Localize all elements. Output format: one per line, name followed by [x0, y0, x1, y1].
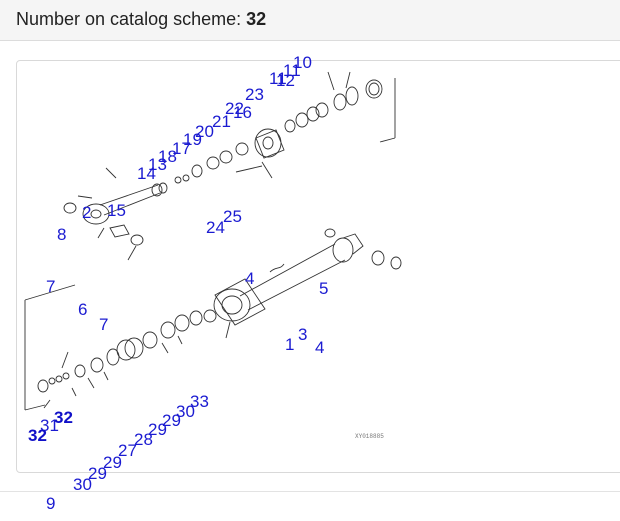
- callout-25[interactable]: 25: [223, 207, 242, 226]
- callout-20[interactable]: 20: [195, 122, 214, 141]
- callout-7[interactable]: 7: [46, 277, 56, 296]
- divider: [0, 491, 620, 492]
- callout-8[interactable]: 8: [57, 225, 67, 244]
- catalog-scheme-number: Number on catalog scheme: 32: [16, 9, 266, 30]
- callout-4[interactable]: 4: [245, 269, 255, 288]
- callout-30[interactable]: 30: [176, 402, 195, 421]
- callout-19[interactable]: 19: [183, 130, 202, 149]
- callout-10[interactable]: 10: [293, 53, 312, 72]
- callout-30[interactable]: 30: [73, 475, 92, 494]
- callout-29[interactable]: 29: [88, 464, 107, 483]
- header-prefix: Number on catalog scheme:: [16, 9, 247, 29]
- diagram-code: XY018885: [355, 433, 384, 440]
- callout-13[interactable]: 13: [148, 155, 167, 174]
- catalog-header: Number on catalog scheme: 32: [0, 0, 620, 41]
- callout-18[interactable]: 18: [158, 147, 177, 166]
- callout-7[interactable]: 7: [99, 315, 109, 334]
- callout-1[interactable]: 1: [285, 335, 295, 354]
- scheme-panel: [16, 60, 620, 473]
- callout-3[interactable]: 3: [298, 325, 308, 344]
- callout-32-highlighted[interactable]: 32: [28, 426, 47, 445]
- callout-12[interactable]: 12: [276, 71, 295, 90]
- callout-2[interactable]: 2: [82, 203, 92, 222]
- callout-29[interactable]: 29: [148, 420, 167, 439]
- callout-6[interactable]: 6: [78, 300, 88, 319]
- callout-16[interactable]: 16: [233, 103, 252, 122]
- callout-23[interactable]: 23: [245, 85, 264, 104]
- callout-11[interactable]: 11: [283, 61, 301, 80]
- callout-31[interactable]: 31: [40, 416, 59, 435]
- callout-11[interactable]: 11: [269, 69, 287, 88]
- callout-24[interactable]: 24: [206, 218, 225, 237]
- callout-28[interactable]: 28: [134, 430, 153, 449]
- callout-21[interactable]: 21: [212, 112, 231, 131]
- callout-9[interactable]: 9: [46, 494, 56, 513]
- callout-22[interactable]: 22: [225, 99, 244, 118]
- callout-15[interactable]: 15: [107, 201, 126, 220]
- callout-27[interactable]: 27: [118, 441, 137, 460]
- callout-29[interactable]: 29: [103, 453, 122, 472]
- callout-32-highlighted[interactable]: 32: [54, 408, 73, 427]
- callout-17[interactable]: 17: [172, 139, 191, 158]
- callout-4[interactable]: 4: [315, 338, 325, 357]
- callout-29[interactable]: 29: [162, 411, 181, 430]
- header-value: 32: [246, 9, 267, 29]
- callout-14[interactable]: 14: [137, 164, 156, 183]
- callout-33[interactable]: 33: [190, 392, 209, 411]
- callout-5[interactable]: 5: [319, 279, 329, 298]
